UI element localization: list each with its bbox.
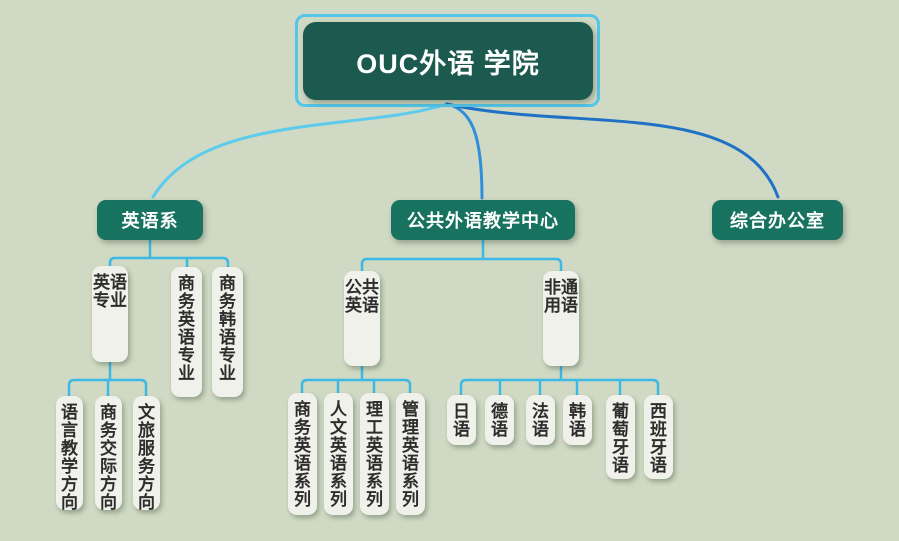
- node-business-english-series-label: 商务英语系列: [294, 400, 311, 509]
- connector-public-english-children: [300, 365, 412, 395]
- node-japanese[interactable]: 日语: [447, 395, 476, 445]
- node-general-office[interactable]: 综合办公室: [712, 200, 843, 240]
- node-noncommon-languages[interactable]: 非通用语: [543, 271, 579, 366]
- node-spanish[interactable]: 西班牙语: [644, 395, 673, 479]
- edge-root-to-public-center: [445, 102, 484, 200]
- node-business-korean-major-label: 商务韩语专业: [219, 274, 236, 383]
- node-management-english-series[interactable]: 管理英语系列: [396, 393, 425, 515]
- node-business-korean-major[interactable]: 商务韩语专业: [212, 267, 243, 397]
- node-korean-label: 韩语: [569, 402, 586, 439]
- node-culture-tourism-service-direction-label: 文旅服务方向: [138, 403, 155, 512]
- node-french[interactable]: 法语: [526, 395, 555, 445]
- node-business-communication-direction[interactable]: 商务交际方向: [95, 396, 122, 512]
- node-language-teaching-direction[interactable]: 语言教学方向: [56, 396, 83, 512]
- node-culture-tourism-service-direction[interactable]: 文旅服务方向: [133, 396, 160, 512]
- connector-english-major-children: [67, 361, 148, 398]
- node-business-english-major[interactable]: 商务英语专业: [171, 267, 202, 397]
- node-korean[interactable]: 韩语: [563, 395, 592, 445]
- node-german[interactable]: 德语: [485, 395, 514, 445]
- node-portuguese-label: 葡萄牙语: [612, 402, 629, 475]
- node-management-english-series-label: 管理英语系列: [402, 400, 419, 509]
- node-public-english-label: 公共英语: [345, 278, 379, 315]
- node-japanese-label: 日语: [453, 402, 470, 439]
- node-public-foreign-lang-center[interactable]: 公共外语教学中心: [391, 200, 575, 240]
- node-spanish-label: 西班牙语: [650, 402, 667, 475]
- node-root-label: OUC外语 学院: [356, 48, 540, 79]
- node-public-english[interactable]: 公共英语: [344, 271, 380, 366]
- node-english-major-label: 英语专业: [93, 273, 127, 310]
- edge-root-to-english-dept: [151, 102, 449, 199]
- node-english-dept-label: 英语系: [121, 211, 179, 231]
- node-business-english-series[interactable]: 商务英语系列: [288, 393, 317, 515]
- node-general-office-label: 综合办公室: [730, 211, 825, 231]
- node-noncommon-languages-label: 非通用语: [544, 278, 578, 315]
- node-humanities-english-series-label: 人文英语系列: [330, 400, 347, 509]
- connector-noncommon-lang-children: [459, 365, 660, 397]
- node-public-foreign-lang-center-label: 公共外语教学中心: [407, 211, 559, 231]
- node-language-teaching-direction-label: 语言教学方向: [61, 403, 78, 512]
- node-business-communication-direction-label: 商务交际方向: [100, 403, 117, 512]
- node-portuguese[interactable]: 葡萄牙语: [606, 395, 635, 479]
- node-science-english-series[interactable]: 理工英语系列: [360, 393, 389, 515]
- node-german-label: 德语: [491, 402, 508, 439]
- connector-public-center-children: [360, 240, 563, 273]
- node-science-english-series-label: 理工英语系列: [366, 400, 383, 509]
- node-business-english-major-label: 商务英语专业: [178, 274, 195, 383]
- node-root-ouc-college[interactable]: OUC外语 学院: [303, 22, 593, 100]
- node-english-dept[interactable]: 英语系: [97, 200, 203, 240]
- connector-english-dept-children: [108, 240, 230, 269]
- node-english-major[interactable]: 英语专业: [92, 266, 128, 362]
- edge-root-to-general-office: [445, 102, 780, 199]
- node-french-label: 法语: [532, 402, 549, 439]
- node-humanities-english-series[interactable]: 人文英语系列: [324, 393, 353, 515]
